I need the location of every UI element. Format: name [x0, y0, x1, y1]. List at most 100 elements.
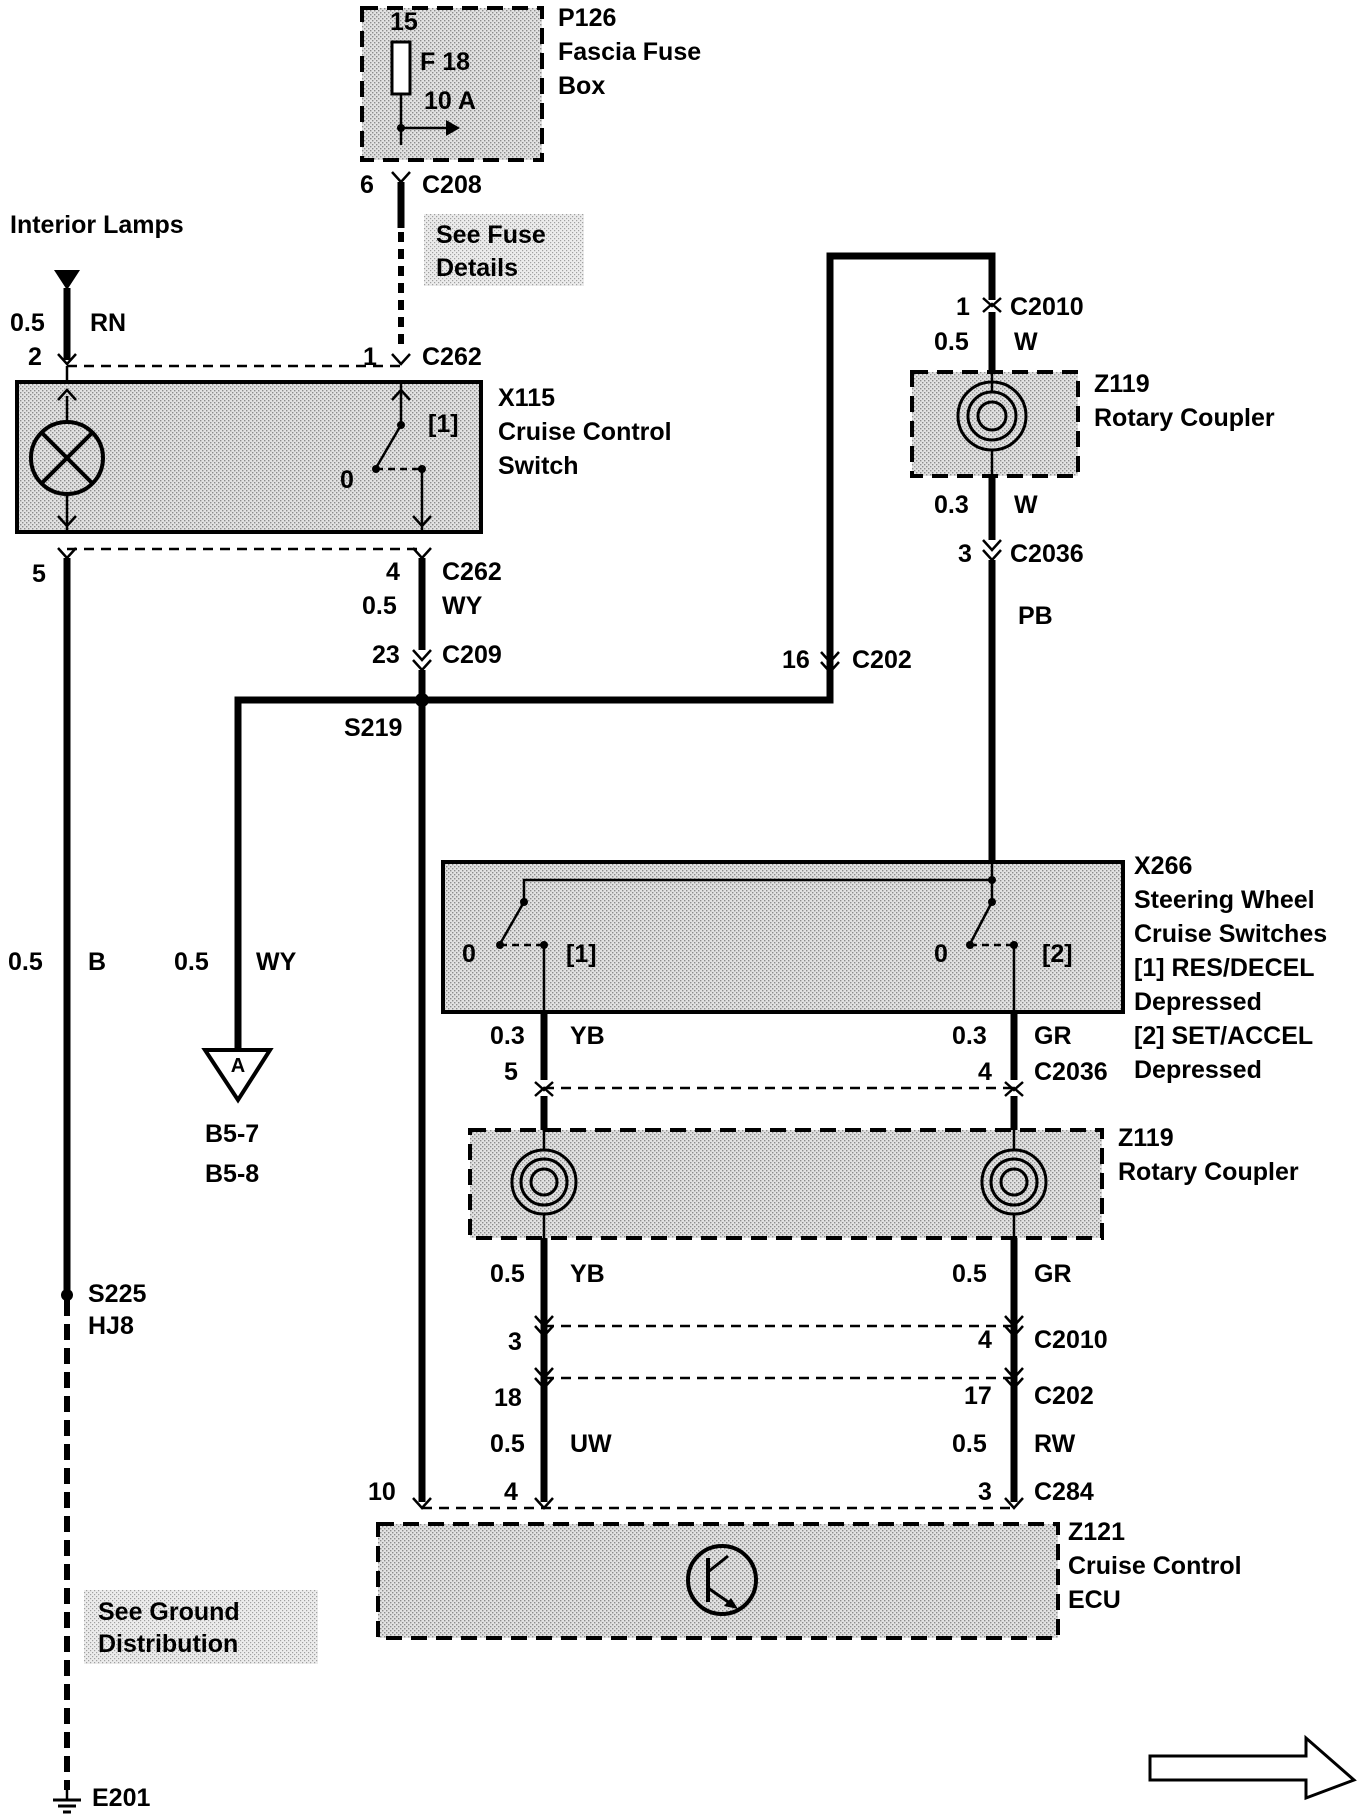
component-x266: 0 [1] 0 [2] X266 Steering Wheel Cruise S…	[441, 852, 1327, 1084]
offpage-connector-a: A	[201, 1048, 274, 1104]
x266-name-1: Steering Wheel	[1134, 886, 1315, 914]
fuse-details-line-2: Details	[436, 254, 518, 282]
c209-name: C209	[442, 641, 502, 669]
wire-w-mid-size: 0.3	[934, 491, 969, 519]
connector-c202-bottom: 18 17 C202	[494, 1367, 1094, 1412]
c2010-bottom-right-pin: 4	[978, 1326, 992, 1354]
fuse-box-p126: 15 F 18 10 A P126 Fascia Fuse Box	[360, 4, 701, 162]
connector-c2036-top: 3 C2036	[958, 539, 1084, 568]
rotary-coupler-icon	[956, 380, 1028, 452]
c202-top-pin: 16	[782, 646, 810, 674]
ground-icon	[53, 1780, 81, 1814]
z119-top-name: Rotary Coupler	[1094, 404, 1275, 432]
connector-c2010-top: 1 C2010	[956, 293, 1084, 321]
wire-rn-size: 0.5	[10, 309, 45, 337]
wire-gr-2-color: GR	[1034, 1260, 1072, 1288]
wire-wy-branch-color: WY	[256, 948, 297, 976]
z119-bottom-id: Z119	[1118, 1124, 1174, 1152]
z119-bottom-name: Rotary Coupler	[1118, 1158, 1299, 1186]
ground-note-line-1: See Ground	[98, 1598, 240, 1626]
c2036-top-name: C2036	[1010, 540, 1084, 568]
z119-top-id: Z119	[1094, 370, 1150, 398]
interior-lamps-label: Interior Lamps	[10, 211, 184, 239]
wire-wy-top-size: 0.5	[362, 592, 397, 620]
connector-c262-bottom: 5 4 C262	[32, 547, 502, 588]
wire-rn-color: RN	[90, 309, 126, 337]
x266-desc-1a: [1] RES/DECEL	[1134, 954, 1315, 982]
transistor-icon	[686, 1544, 758, 1616]
c209-pin: 23	[372, 641, 400, 669]
c262-top-left-pin: 2	[28, 343, 42, 371]
fuse-icon	[390, 40, 412, 96]
c2036-bottom-name: C2036	[1034, 1058, 1108, 1086]
wire-uw-size: 0.5	[490, 1430, 525, 1458]
wire-b-color: B	[88, 948, 106, 976]
z121-id: Z121	[1068, 1518, 1125, 1546]
c284-pin-10: 10	[368, 1478, 396, 1506]
wire-yb-2-color: YB	[570, 1260, 605, 1288]
wire-yb-1-color: YB	[570, 1022, 605, 1050]
x115-name-2: Switch	[498, 452, 579, 480]
fuse-pin-label: 15	[390, 8, 418, 36]
wire-gr-2-size: 0.5	[952, 1260, 987, 1288]
c284-pin-4: 4	[504, 1478, 518, 1506]
splice-s219-label: S219	[344, 714, 402, 742]
next-page-arrow-icon[interactable]	[1148, 1734, 1357, 1801]
c284-pin-3: 3	[978, 1478, 992, 1506]
fuse-box-name-1: Fascia Fuse	[558, 38, 701, 66]
x266-desc-1b: Depressed	[1134, 988, 1262, 1016]
connector-c262-top: 2 1 C262	[28, 343, 482, 371]
x266-desc-2a: [2] SET/ACCEL	[1134, 1022, 1313, 1050]
fuse-rating: 10 A	[424, 87, 476, 115]
c262-top-right-name: C262	[422, 343, 482, 371]
wire-uw-color: UW	[570, 1430, 612, 1458]
c202-bottom-left-pin: 18	[494, 1384, 522, 1412]
c2010-bottom-name: C2010	[1034, 1326, 1108, 1354]
wire-b-size: 0.5	[8, 948, 43, 976]
c202-bottom-name: C202	[1034, 1382, 1094, 1410]
wire-rw-color: RW	[1034, 1430, 1076, 1458]
wire-w-top-size: 0.5	[934, 328, 969, 356]
x115-id: X115	[498, 384, 555, 412]
component-x115: 0 [1] X115 Cruise Control Switch	[15, 366, 672, 534]
ground-note-line-2: Distribution	[98, 1630, 238, 1658]
wire-wy-branch-size: 0.5	[174, 948, 209, 976]
x115-pos-1: [1]	[428, 410, 459, 438]
wire-rw-size: 0.5	[952, 1430, 987, 1458]
x266-sw1-label: [1]	[566, 940, 597, 968]
c262-bottom-left-pin: 5	[32, 560, 46, 588]
wire-gr-1-size: 0.3	[952, 1022, 987, 1050]
fuse-box-name-2: Box	[558, 72, 605, 100]
x266-sw1-0: 0	[462, 940, 476, 968]
x266-sw2-0: 0	[934, 940, 948, 968]
x266-name-2: Cruise Switches	[1134, 920, 1327, 948]
connector-c208: 6 C208	[360, 171, 482, 199]
fuse-number: F 18	[420, 48, 470, 76]
wire-w-mid-color: W	[1014, 491, 1038, 519]
c284-name: C284	[1034, 1478, 1094, 1506]
c2010-top-pin: 1	[956, 293, 970, 321]
splice-s225-label: S225	[88, 1280, 146, 1308]
offpage-ref-2: B5-8	[205, 1160, 259, 1188]
c2036-top-pin: 3	[958, 540, 972, 568]
wire-loop-top	[422, 252, 996, 704]
component-z121: Z121 Cruise Control ECU	[376, 1518, 1242, 1640]
splice-s225	[61, 1289, 73, 1301]
x266-sw2-label: [2]	[1042, 940, 1073, 968]
note-see-ground: See Ground Distribution	[84, 1590, 318, 1664]
c208-name: C208	[422, 171, 482, 199]
c262-bottom-right-pin: 4	[386, 558, 400, 586]
wire-pb-color: PB	[1018, 602, 1053, 630]
wire-gr-1-color: GR	[1034, 1022, 1072, 1050]
c208-pin: 6	[360, 171, 374, 199]
x115-name-1: Cruise Control	[498, 418, 672, 446]
fuse-box-id: P126	[558, 4, 616, 32]
connector-c2036-bottom: 5 4 C2036	[504, 1058, 1108, 1097]
c2036-bottom-right-pin: 4	[978, 1058, 992, 1086]
connector-c209: 23 C209	[372, 641, 502, 672]
c262-bottom-right-name: C262	[442, 558, 502, 586]
c202-bottom-right-pin: 17	[964, 1382, 992, 1410]
ground-e201-label: E201	[92, 1784, 150, 1812]
x115-pos-0: 0	[340, 466, 354, 494]
offpage-letter: A	[231, 1055, 245, 1077]
